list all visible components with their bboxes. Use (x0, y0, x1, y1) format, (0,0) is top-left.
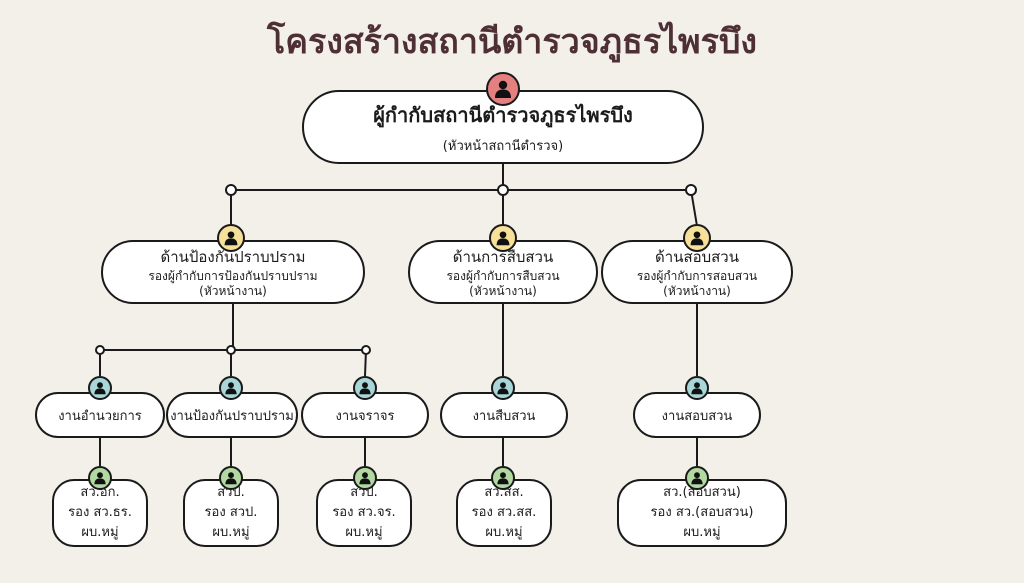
division-investigation-role: (หัวหน้างาน) (469, 284, 537, 298)
person-icon (685, 376, 709, 400)
division-inquiry-deputy: รองผู้กำกับการสอบสวน (636, 269, 758, 283)
staff-investigation-box: สว.สส. รอง สว.สส. ผบ.หมู่ (456, 479, 552, 547)
division-inquiry-role: (หัวหน้างาน) (663, 284, 731, 298)
person-icon (88, 376, 112, 400)
chart-title: โครงสร้างสถานีตำรวจภูธรไพรบึง (266, 22, 758, 62)
task-traffic-label: งานจราจร (335, 408, 395, 424)
person-icon (219, 466, 243, 490)
division-investigation-name: ด้านการสืบสวน (452, 248, 554, 266)
person-icon (683, 224, 711, 252)
person-icon (489, 224, 517, 252)
division-prevention-name: ด้านป้องกันปราบปราม (160, 248, 306, 266)
chief-role: (หัวหน้าสถานีตำรวจ) (442, 138, 564, 154)
staff-admin-line2: รอง สว.ธร. (68, 505, 132, 520)
staff-prevention-line2: รอง สวป. (204, 505, 258, 520)
division-investigation-deputy: รองผู้กำกับการสืบสวน (446, 269, 560, 283)
staff-traffic-line3: ผบ.หมู่ (345, 525, 383, 540)
division-prevention-role: (หัวหน้างาน) (199, 284, 267, 298)
staff-investigation-line2: รอง สว.สส. (471, 505, 537, 520)
staff-prevention-line1: สวป. (217, 485, 245, 500)
task-admin-label: งานอำนวยการ (58, 408, 142, 424)
division-prevention-deputy: รองผู้กำกับการป้องกันปราบปราม (148, 269, 318, 283)
chief-name: ผู้กำกับสถานีตำรวจภูธรไพรบึง (373, 102, 633, 127)
person-icon (353, 376, 377, 400)
person-icon (88, 466, 112, 490)
division-inquiry-name: ด้านสอบสวน (655, 248, 739, 266)
staff-admin-line3: ผบ.หมู่ (81, 525, 119, 540)
person-icon (685, 466, 709, 490)
staff-inquiry-line2: รอง สว.(สอบสวน) (650, 505, 754, 520)
staff-admin-line1: สว.อก. (80, 485, 120, 500)
staff-investigation-line3: ผบ.หมู่ (485, 525, 523, 540)
staff-inquiry-line1: สว.(สอบสวน) (663, 485, 741, 500)
person-icon (353, 466, 377, 490)
person-icon (491, 466, 515, 490)
task-investigation-label: งานสืบสวน (472, 408, 536, 424)
staff-investigation-line1: สว.สส. (484, 485, 524, 500)
staff-traffic-line2: รอง สว.จร. (332, 505, 396, 520)
staff-inquiry-box: สว.(สอบสวน) รอง สว.(สอบสวน) ผบ.หมู่ (617, 479, 787, 547)
task-inquiry-label: งานสอบสวน (661, 408, 733, 424)
person-icon (486, 72, 520, 106)
person-icon (491, 376, 515, 400)
staff-prevention-line3: ผบ.หมู่ (212, 525, 250, 540)
staff-inquiry-line3: ผบ.หมู่ (683, 525, 721, 540)
person-icon (217, 224, 245, 252)
staff-prevention-box: สวป. รอง สวป. ผบ.หมู่ (183, 479, 279, 547)
person-icon (219, 376, 243, 400)
task-prevention-label: งานป้องกันปราบปราม (170, 408, 294, 424)
staff-traffic-line1: สวป. (350, 485, 378, 500)
